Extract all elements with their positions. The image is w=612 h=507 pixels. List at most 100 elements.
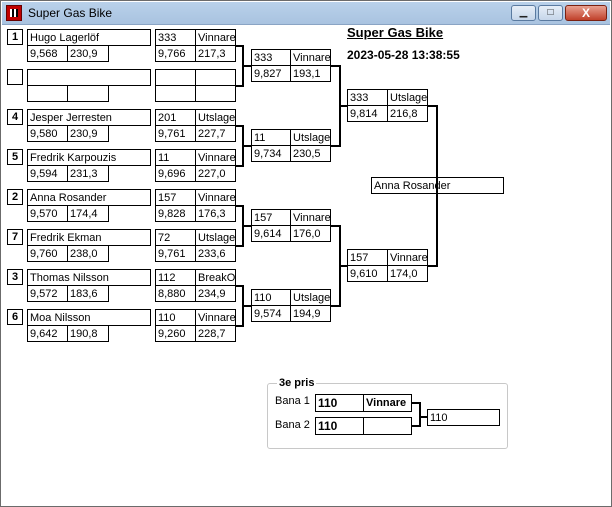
top-speed[interactable]: 230,9 xyxy=(67,45,109,62)
heat-result[interactable] xyxy=(195,69,236,86)
vehicle-number[interactable]: 157 xyxy=(347,249,388,266)
reaction-time[interactable]: 9,760 xyxy=(27,245,68,262)
driver-name[interactable]: Jesper Jerresten xyxy=(27,109,151,126)
driver-name[interactable]: Fredrik Ekman xyxy=(27,229,151,246)
vehicle-number[interactable]: 11 xyxy=(251,129,291,146)
heat-result[interactable]: Utslagen xyxy=(195,109,236,126)
elapsed-time[interactable]: 9,734 xyxy=(251,145,291,162)
top-speed[interactable]: 194,9 xyxy=(290,305,331,322)
maximize-button[interactable]: □ xyxy=(538,5,563,21)
top-speed[interactable]: 216,8 xyxy=(387,105,428,122)
vehicle-number[interactable]: 157 xyxy=(155,189,196,206)
bracket-connector xyxy=(236,165,243,167)
heat-result[interactable]: Vinnare xyxy=(195,189,236,206)
heat-result[interactable]: Vinnare xyxy=(387,249,428,266)
app-flag-icon[interactable] xyxy=(6,5,22,21)
elapsed-time[interactable]: 9,574 xyxy=(251,305,291,322)
vehicle-number[interactable]: 110 xyxy=(155,309,196,326)
elapsed-time[interactable]: 8,880 xyxy=(155,285,196,302)
top-speed[interactable]: 234,9 xyxy=(195,285,236,302)
top-speed[interactable]: 227,7 xyxy=(195,125,236,142)
heat-result[interactable]: Utslagen xyxy=(290,289,331,306)
elapsed-time[interactable]: 9,814 xyxy=(347,105,388,122)
reaction-time[interactable]: 9,568 xyxy=(27,45,68,62)
top-speed[interactable] xyxy=(67,85,109,102)
reaction-time[interactable]: 9,570 xyxy=(27,205,68,222)
reaction-time[interactable]: 9,572 xyxy=(27,285,68,302)
bracket-connector xyxy=(236,125,243,127)
heat-result[interactable]: Vinnare xyxy=(195,149,236,166)
reaction-time[interactable]: 9,580 xyxy=(27,125,68,142)
seed-number: 2 xyxy=(7,189,23,205)
vehicle-number[interactable]: 112 xyxy=(155,269,196,286)
lane1-number[interactable]: 110 xyxy=(315,394,364,412)
third-place-result[interactable]: 110 xyxy=(427,409,500,426)
vehicle-number[interactable]: 333 xyxy=(347,89,388,106)
vehicle-number[interactable]: 110 xyxy=(251,289,291,306)
vehicle-number[interactable]: 157 xyxy=(251,209,291,226)
top-speed[interactable]: 227,0 xyxy=(195,165,236,182)
heat-result[interactable]: Utslagen xyxy=(387,89,428,106)
vehicle-number[interactable] xyxy=(155,69,196,86)
elapsed-time[interactable]: 9,610 xyxy=(347,265,388,282)
driver-name[interactable] xyxy=(27,69,151,86)
elapsed-time[interactable]: 9,614 xyxy=(251,225,291,242)
close-button[interactable]: X xyxy=(565,5,607,21)
lane2-result[interactable] xyxy=(363,417,412,435)
top-speed[interactable]: 217,3 xyxy=(195,45,236,62)
heat-result[interactable]: Vinnare xyxy=(195,29,236,46)
elapsed-time[interactable]: 9,827 xyxy=(251,65,291,82)
reaction-time[interactable] xyxy=(27,85,68,102)
lane1-result[interactable]: Vinnare xyxy=(363,394,412,412)
top-speed[interactable]: 174,0 xyxy=(387,265,428,282)
vehicle-number[interactable]: 333 xyxy=(155,29,196,46)
title-bar[interactable]: Super Gas Bike ▁ □ X xyxy=(2,2,610,25)
connector xyxy=(419,402,421,427)
top-speed[interactable]: 176,0 xyxy=(290,225,331,242)
top-speed[interactable]: 230,5 xyxy=(290,145,331,162)
event-title: Super Gas Bike xyxy=(347,25,444,40)
top-speed[interactable]: 183,6 xyxy=(67,285,109,302)
heat-result[interactable]: Vinnare xyxy=(290,49,331,66)
top-speed[interactable]: 190,8 xyxy=(67,325,109,342)
driver-name[interactable]: Fredrik Karpouzis xyxy=(27,149,151,166)
minimize-button[interactable]: ▁ xyxy=(511,5,536,21)
heat-result[interactable]: Utslagen xyxy=(290,129,331,146)
bracket-connector xyxy=(428,265,437,267)
top-speed[interactable]: 193,1 xyxy=(290,65,331,82)
top-speed[interactable] xyxy=(195,85,236,102)
heat-result[interactable]: Vinnare xyxy=(290,209,331,226)
top-speed[interactable]: 233,6 xyxy=(195,245,236,262)
elapsed-time[interactable]: 9,761 xyxy=(155,245,196,262)
vehicle-number[interactable]: 333 xyxy=(251,49,291,66)
top-speed[interactable]: 231,3 xyxy=(67,165,109,182)
driver-name[interactable]: Hugo Lagerlöf xyxy=(27,29,151,46)
driver-name[interactable]: Thomas Nilsson xyxy=(27,269,151,286)
heat-result[interactable]: BreakOut xyxy=(195,269,236,286)
vehicle-number[interactable]: 11 xyxy=(155,149,196,166)
vehicle-number[interactable]: 72 xyxy=(155,229,196,246)
top-speed[interactable]: 230,9 xyxy=(67,125,109,142)
elapsed-time[interactable] xyxy=(155,85,196,102)
elapsed-time[interactable]: 9,828 xyxy=(155,205,196,222)
bracket-connector xyxy=(331,225,340,227)
reaction-time[interactable]: 9,594 xyxy=(27,165,68,182)
heat-result[interactable]: Utslagen xyxy=(195,229,236,246)
top-speed[interactable]: 176,3 xyxy=(195,205,236,222)
elapsed-time[interactable]: 9,766 xyxy=(155,45,196,62)
elapsed-time[interactable]: 9,260 xyxy=(155,325,196,342)
bracket-connector xyxy=(236,205,243,207)
elapsed-time[interactable]: 9,696 xyxy=(155,165,196,182)
driver-name[interactable]: Anna Rosander xyxy=(27,189,151,206)
top-speed[interactable]: 174,4 xyxy=(67,205,109,222)
reaction-time[interactable]: 9,642 xyxy=(27,325,68,342)
driver-name[interactable]: Moa Nilsson xyxy=(27,309,151,326)
elapsed-time[interactable]: 9,761 xyxy=(155,125,196,142)
lane2-number[interactable]: 110 xyxy=(315,417,364,435)
seed-number: 7 xyxy=(7,229,23,245)
top-speed[interactable]: 228,7 xyxy=(195,325,236,342)
connector xyxy=(412,402,420,404)
vehicle-number[interactable]: 201 xyxy=(155,109,196,126)
heat-result[interactable]: Vinnare xyxy=(195,309,236,326)
top-speed[interactable]: 238,0 xyxy=(67,245,109,262)
